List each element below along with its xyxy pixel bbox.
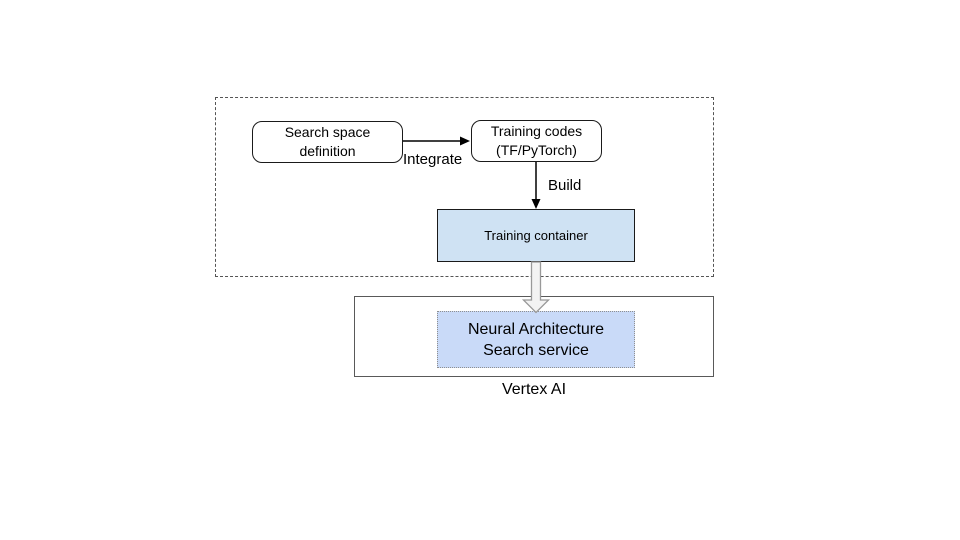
node-nas-service: Neural Architecture Search service bbox=[437, 311, 635, 368]
node-search-space-definition: Search space definition bbox=[252, 121, 403, 163]
workflow-group-box bbox=[215, 97, 714, 277]
edge-label-build: Build bbox=[548, 177, 582, 194]
node-training-container: Training container bbox=[437, 209, 635, 262]
vertex-ai-caption: Vertex AI bbox=[501, 381, 567, 398]
node-training-codes: Training codes (TF/PyTorch) bbox=[471, 120, 602, 162]
edge-label-integrate: Integrate bbox=[403, 151, 463, 168]
